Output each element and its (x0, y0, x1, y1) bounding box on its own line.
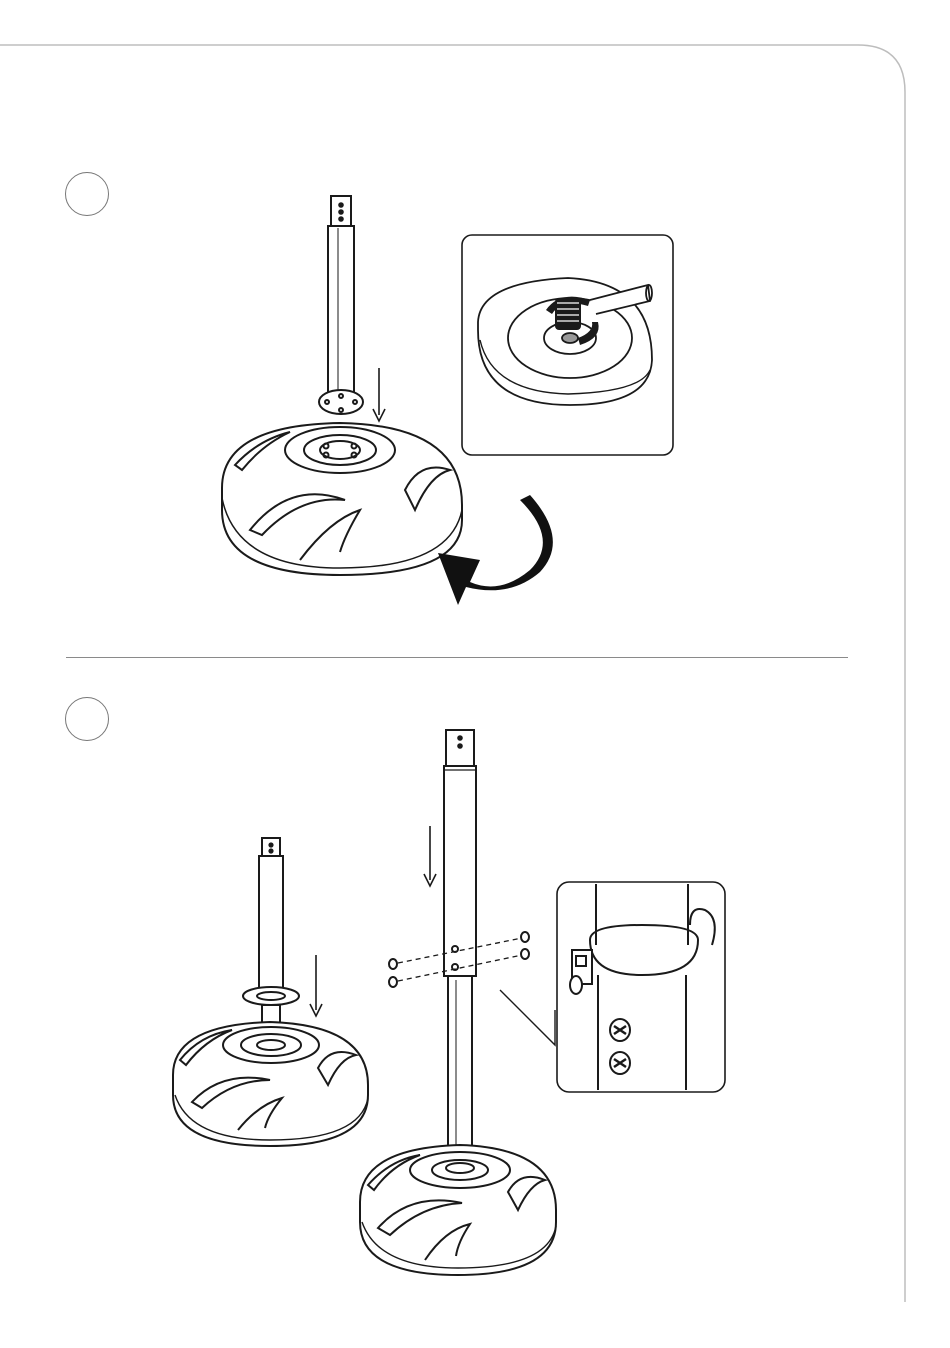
right-base (360, 1145, 556, 1275)
screw (389, 959, 397, 969)
tall-pole (444, 766, 476, 976)
pole-collar (243, 987, 299, 1005)
